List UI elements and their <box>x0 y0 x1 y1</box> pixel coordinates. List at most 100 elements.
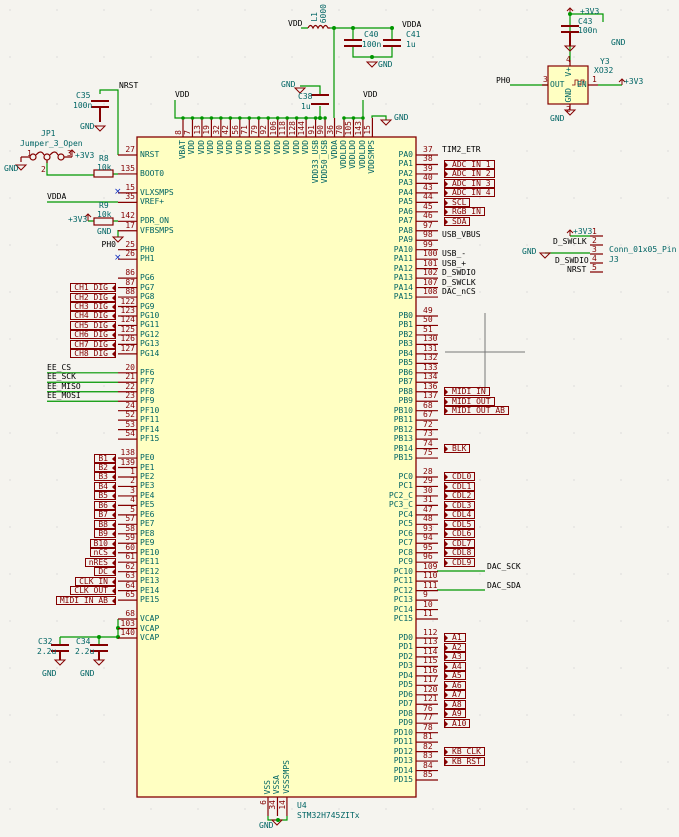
v33-label: +3V3 <box>624 77 644 86</box>
hierarchical-label[interactable]: B7 <box>94 510 116 520</box>
pin-name: PD2 <box>398 651 413 661</box>
hierarchical-label[interactable]: CDL8 <box>444 548 476 558</box>
hierarchical-label[interactable]: ADC_IN_2 <box>444 169 495 179</box>
hierarchical-label[interactable]: CH8_DIG <box>70 349 116 359</box>
pin-name: PE4 <box>140 490 155 500</box>
pin-number: 115 <box>423 656 438 666</box>
pin-name: VDDLDO <box>348 140 358 169</box>
hierarchical-label[interactable]: ADC_IN_3 <box>444 178 495 188</box>
hierarchical-label[interactable]: CH6_DIG <box>70 330 116 340</box>
pin-name: PB0 <box>398 310 413 320</box>
hierarchical-label[interactable]: BLK <box>444 444 471 454</box>
pin-number: 52 <box>125 410 135 420</box>
net-label[interactable]: EE_MISO <box>47 381 81 391</box>
pin-number: 63 <box>125 571 135 581</box>
pin-number: 125 <box>120 324 135 334</box>
hierarchical-label[interactable]: MIDI_IN_AB <box>55 595 117 605</box>
pin-number: 142 <box>120 211 135 221</box>
hierarchical-label[interactable]: CDL6 <box>444 529 476 539</box>
pin-number: 96 <box>423 552 433 562</box>
net-label[interactable]: USB_+ <box>442 258 467 268</box>
hierarchical-label[interactable]: CDL3 <box>444 500 476 510</box>
hierarchical-label[interactable]: A3 <box>444 652 466 662</box>
pin-name: VSSA <box>272 774 282 794</box>
net-label[interactable]: PH0 <box>101 239 116 249</box>
pin-name: VDDA <box>329 140 339 160</box>
mcu-value: STM32H745ZITx <box>297 811 360 820</box>
pin-name: PB12 <box>393 424 413 434</box>
junction <box>266 116 271 120</box>
hierarchical-label[interactable]: A7 <box>444 690 466 700</box>
hierarchical-label[interactable]: A8 <box>444 699 466 709</box>
net-label[interactable]: DAC_nCS <box>442 287 476 297</box>
pin-name: PD0 <box>398 632 413 642</box>
hierarchical-label[interactable]: CDL0 <box>444 472 476 482</box>
hierarchical-label[interactable]: B5 <box>94 491 116 501</box>
hierarchical-label[interactable]: A5 <box>444 671 466 681</box>
hierarchical-label[interactable]: B1 <box>94 453 116 463</box>
hierarchical-label[interactable]: CH4_DIG <box>70 311 116 321</box>
net-label[interactable]: D_SWCLK <box>442 277 476 287</box>
hierarchical-label[interactable]: B9 <box>94 529 116 539</box>
hierarchical-label[interactable]: SCL <box>444 197 471 207</box>
hierarchical-label[interactable]: B3 <box>94 472 116 482</box>
hierarchical-label[interactable]: CH2_DIG <box>70 292 116 302</box>
hierarchical-label[interactable]: DC <box>94 567 116 577</box>
hierarchical-label[interactable]: A1 <box>444 633 466 643</box>
pin-number: 6 <box>259 800 268 805</box>
hierarchical-label[interactable]: CDL2 <box>444 491 476 501</box>
hierarchical-label[interactable]: A6 <box>444 680 466 690</box>
hierarchical-label[interactable]: A9 <box>444 709 466 719</box>
pin-name: PE7 <box>140 519 155 529</box>
hierarchical-label[interactable]: KB_RST <box>444 756 485 766</box>
hierarchical-label[interactable]: B6 <box>94 500 116 510</box>
net-label[interactable]: D_SWDIO <box>442 268 476 278</box>
hierarchical-label[interactable]: MIDI_OUT <box>444 396 495 406</box>
hierarchical-label[interactable]: MIDI_OUT_AB <box>444 406 509 416</box>
mcu-body[interactable] <box>136 136 417 798</box>
hierarchical-label[interactable]: B2 <box>94 463 116 472</box>
net-label[interactable]: DAC_SCK <box>487 561 521 571</box>
net-label[interactable]: TIM2_ETR <box>442 145 481 154</box>
hierarchical-label[interactable]: MIDI_IN <box>444 387 490 397</box>
hierarchical-label[interactable]: CDL5 <box>444 519 476 529</box>
hierarchical-label[interactable]: B8 <box>94 519 116 529</box>
hierarchical-label[interactable]: SDA <box>444 216 471 226</box>
hierarchical-label[interactable]: CDL9 <box>444 557 476 567</box>
hierarchical-label[interactable]: B4 <box>94 481 116 491</box>
osc-pin-3: 3 <box>543 75 548 84</box>
hierarchical-label[interactable]: KB_CLK <box>444 747 485 757</box>
junction <box>190 116 195 120</box>
net-label[interactable]: USB_- <box>442 249 467 259</box>
hierarchical-label[interactable]: CDL4 <box>444 510 476 520</box>
hierarchical-label[interactable]: CDL7 <box>444 538 476 548</box>
pin-number: 67 <box>423 410 433 420</box>
hierarchical-label[interactable]: nCS <box>89 548 117 558</box>
hierarchical-label[interactable]: CH3_DIG <box>70 302 116 312</box>
hierarchical-label[interactable]: nRES <box>84 557 117 567</box>
net-label[interactable]: USB_VBUS <box>442 230 481 240</box>
net-label[interactable]: DAC_SDA <box>487 580 521 590</box>
hierarchical-label[interactable]: CH5_DIG <box>70 320 116 330</box>
pin-number: 133 <box>423 362 438 372</box>
wires <box>46 13 622 821</box>
hierarchical-label[interactable]: CLK_OUT <box>70 586 116 596</box>
net-label[interactable]: EE_MOSI <box>47 391 81 401</box>
hierarchical-label[interactable]: CDL1 <box>444 481 476 491</box>
jumper-jp1 <box>20 151 72 163</box>
net-label[interactable]: EE_SCK <box>47 372 76 382</box>
hierarchical-label[interactable]: A2 <box>444 642 466 652</box>
hierarchical-label[interactable]: A4 <box>444 661 466 671</box>
pin-number: 135 <box>120 163 135 173</box>
net-label[interactable]: EE_CS <box>47 362 72 372</box>
hierarchical-label[interactable]: ADC_IN_4 <box>444 188 495 198</box>
hierarchical-label[interactable]: ADC_IN_1 <box>444 159 495 169</box>
hierarchical-label[interactable]: B10 <box>89 538 117 548</box>
hierarchical-label[interactable]: A10 <box>444 718 471 728</box>
pin-name: PC15 <box>393 614 413 624</box>
hierarchical-label[interactable]: CLK_IN <box>75 576 116 586</box>
hierarchical-label[interactable]: CH1_DIG <box>70 283 116 293</box>
hierarchical-label[interactable]: RGB_IN <box>444 207 485 217</box>
hierarchical-label[interactable]: CH7_DIG <box>70 339 116 349</box>
